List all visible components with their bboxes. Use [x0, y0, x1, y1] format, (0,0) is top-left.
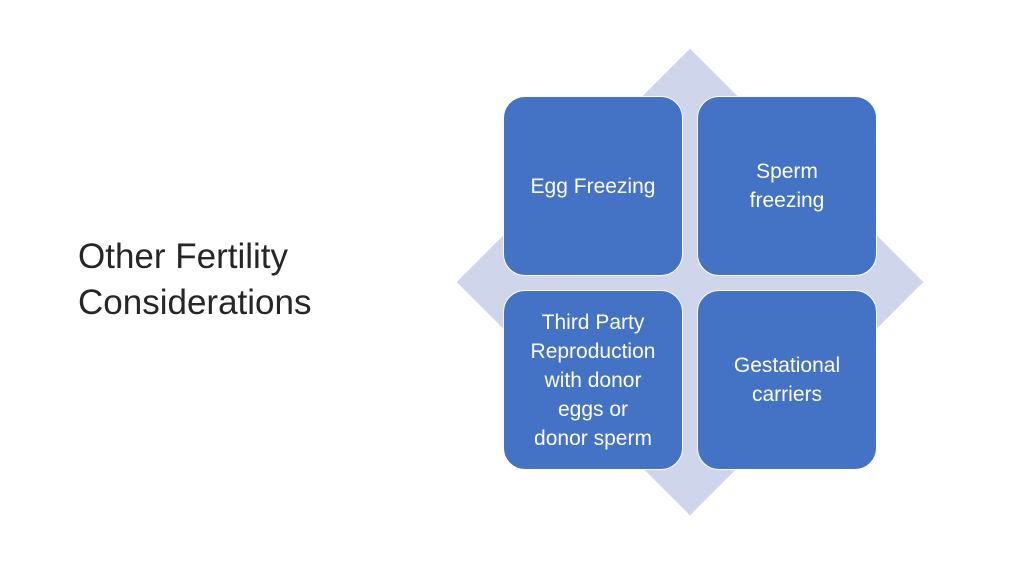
slide-title: Other Fertility Considerations: [78, 234, 408, 326]
box-label: Egg Freezing: [530, 174, 656, 198]
box-third-party-reproduction: Third Party Reproduction with donor eggs…: [503, 290, 683, 470]
box-sperm-freezing: Sperm freezing: [697, 96, 877, 276]
title-line-2: Considerations: [78, 283, 312, 322]
box-label-line: eggs or: [557, 397, 629, 421]
box-label-line: Third Party: [541, 310, 645, 334]
title-line-1: Other Fertility: [78, 237, 289, 276]
box-label-line: freezing: [749, 189, 825, 212]
box-label-line: Sperm: [756, 160, 818, 183]
box-label-line: Reproduction: [530, 339, 656, 363]
box-label-line: Gestational: [733, 354, 841, 377]
box-label-line: with donor: [544, 368, 642, 392]
box-label-line: carriers: [751, 383, 822, 406]
box-label-line: donor sperm: [534, 426, 652, 450]
box-egg-freezing: Egg Freezing: [503, 96, 683, 276]
box-gestational-carriers: Gestational carriers: [697, 290, 877, 470]
